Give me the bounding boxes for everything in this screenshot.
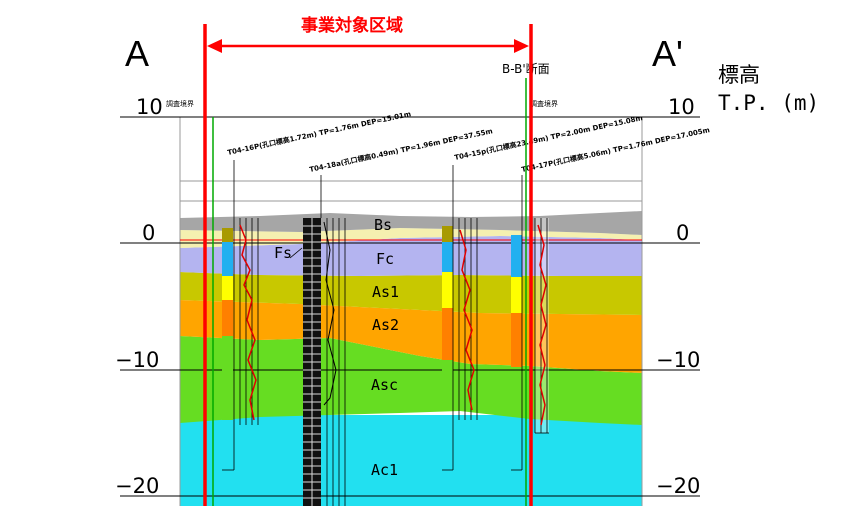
elevation-title: 標高 <box>718 63 760 87</box>
area-label: 事業対象区域 <box>301 15 403 36</box>
left-tick-minus10: −10 <box>115 348 159 372</box>
right-tick-minus20: −20 <box>656 474 700 498</box>
right-tick-10: 10 <box>668 95 695 119</box>
borehole-notes: T04-16P(孔口標高1.72m) TP=1.76m DEP=15.01m T… <box>227 109 711 174</box>
borehole-3 <box>442 165 478 471</box>
layer-label-fs: Fs <box>274 244 292 262</box>
borehole-1 <box>222 160 259 471</box>
layer-label-as2: As2 <box>372 316 399 334</box>
left-tick-10: 10 <box>136 95 163 119</box>
area-arrow-head-right <box>514 39 529 53</box>
left-tick-minus20: −20 <box>115 474 159 498</box>
layer-label-fc: Fc <box>376 250 394 268</box>
layer-label-asc: Asc <box>371 376 398 394</box>
elevation-lines <box>120 116 700 497</box>
label-a: A <box>125 33 149 74</box>
borehole-4 <box>511 175 549 471</box>
survey-boundary-right: 調査境界 <box>530 99 558 108</box>
right-tick-minus10: −10 <box>656 348 700 372</box>
layer-ac1 <box>180 415 642 506</box>
layer-label-bs: Bs <box>374 216 392 234</box>
borehole-note-3: T04-15p(孔口標高23.49m) TP=2.00m DEP=15.08m <box>454 113 644 162</box>
grid-lines <box>179 117 643 506</box>
left-axis: 10 0 −10 −20 <box>115 95 163 498</box>
borehole-note-4: T04-17P(孔口標高5.06m) TP=1.76m DEP=17.005m <box>521 125 711 174</box>
left-tick-0: 0 <box>142 221 155 245</box>
layer-label-as1: As1 <box>372 283 399 301</box>
right-tick-0: 0 <box>676 221 689 245</box>
section-label: B-B'断面 <box>502 61 550 76</box>
label-a-prime: A' <box>652 33 683 74</box>
borehole-2 <box>303 175 346 506</box>
right-axis: 10 0 −10 −20 <box>656 95 700 498</box>
fs-leader-line <box>289 247 303 259</box>
layer-label-ac1: Ac1 <box>371 461 398 479</box>
survey-boundary-left: 調査境界 <box>166 99 194 108</box>
area-arrow-head-left <box>207 39 222 53</box>
elevation-unit: T.P. (m) <box>718 91 819 115</box>
